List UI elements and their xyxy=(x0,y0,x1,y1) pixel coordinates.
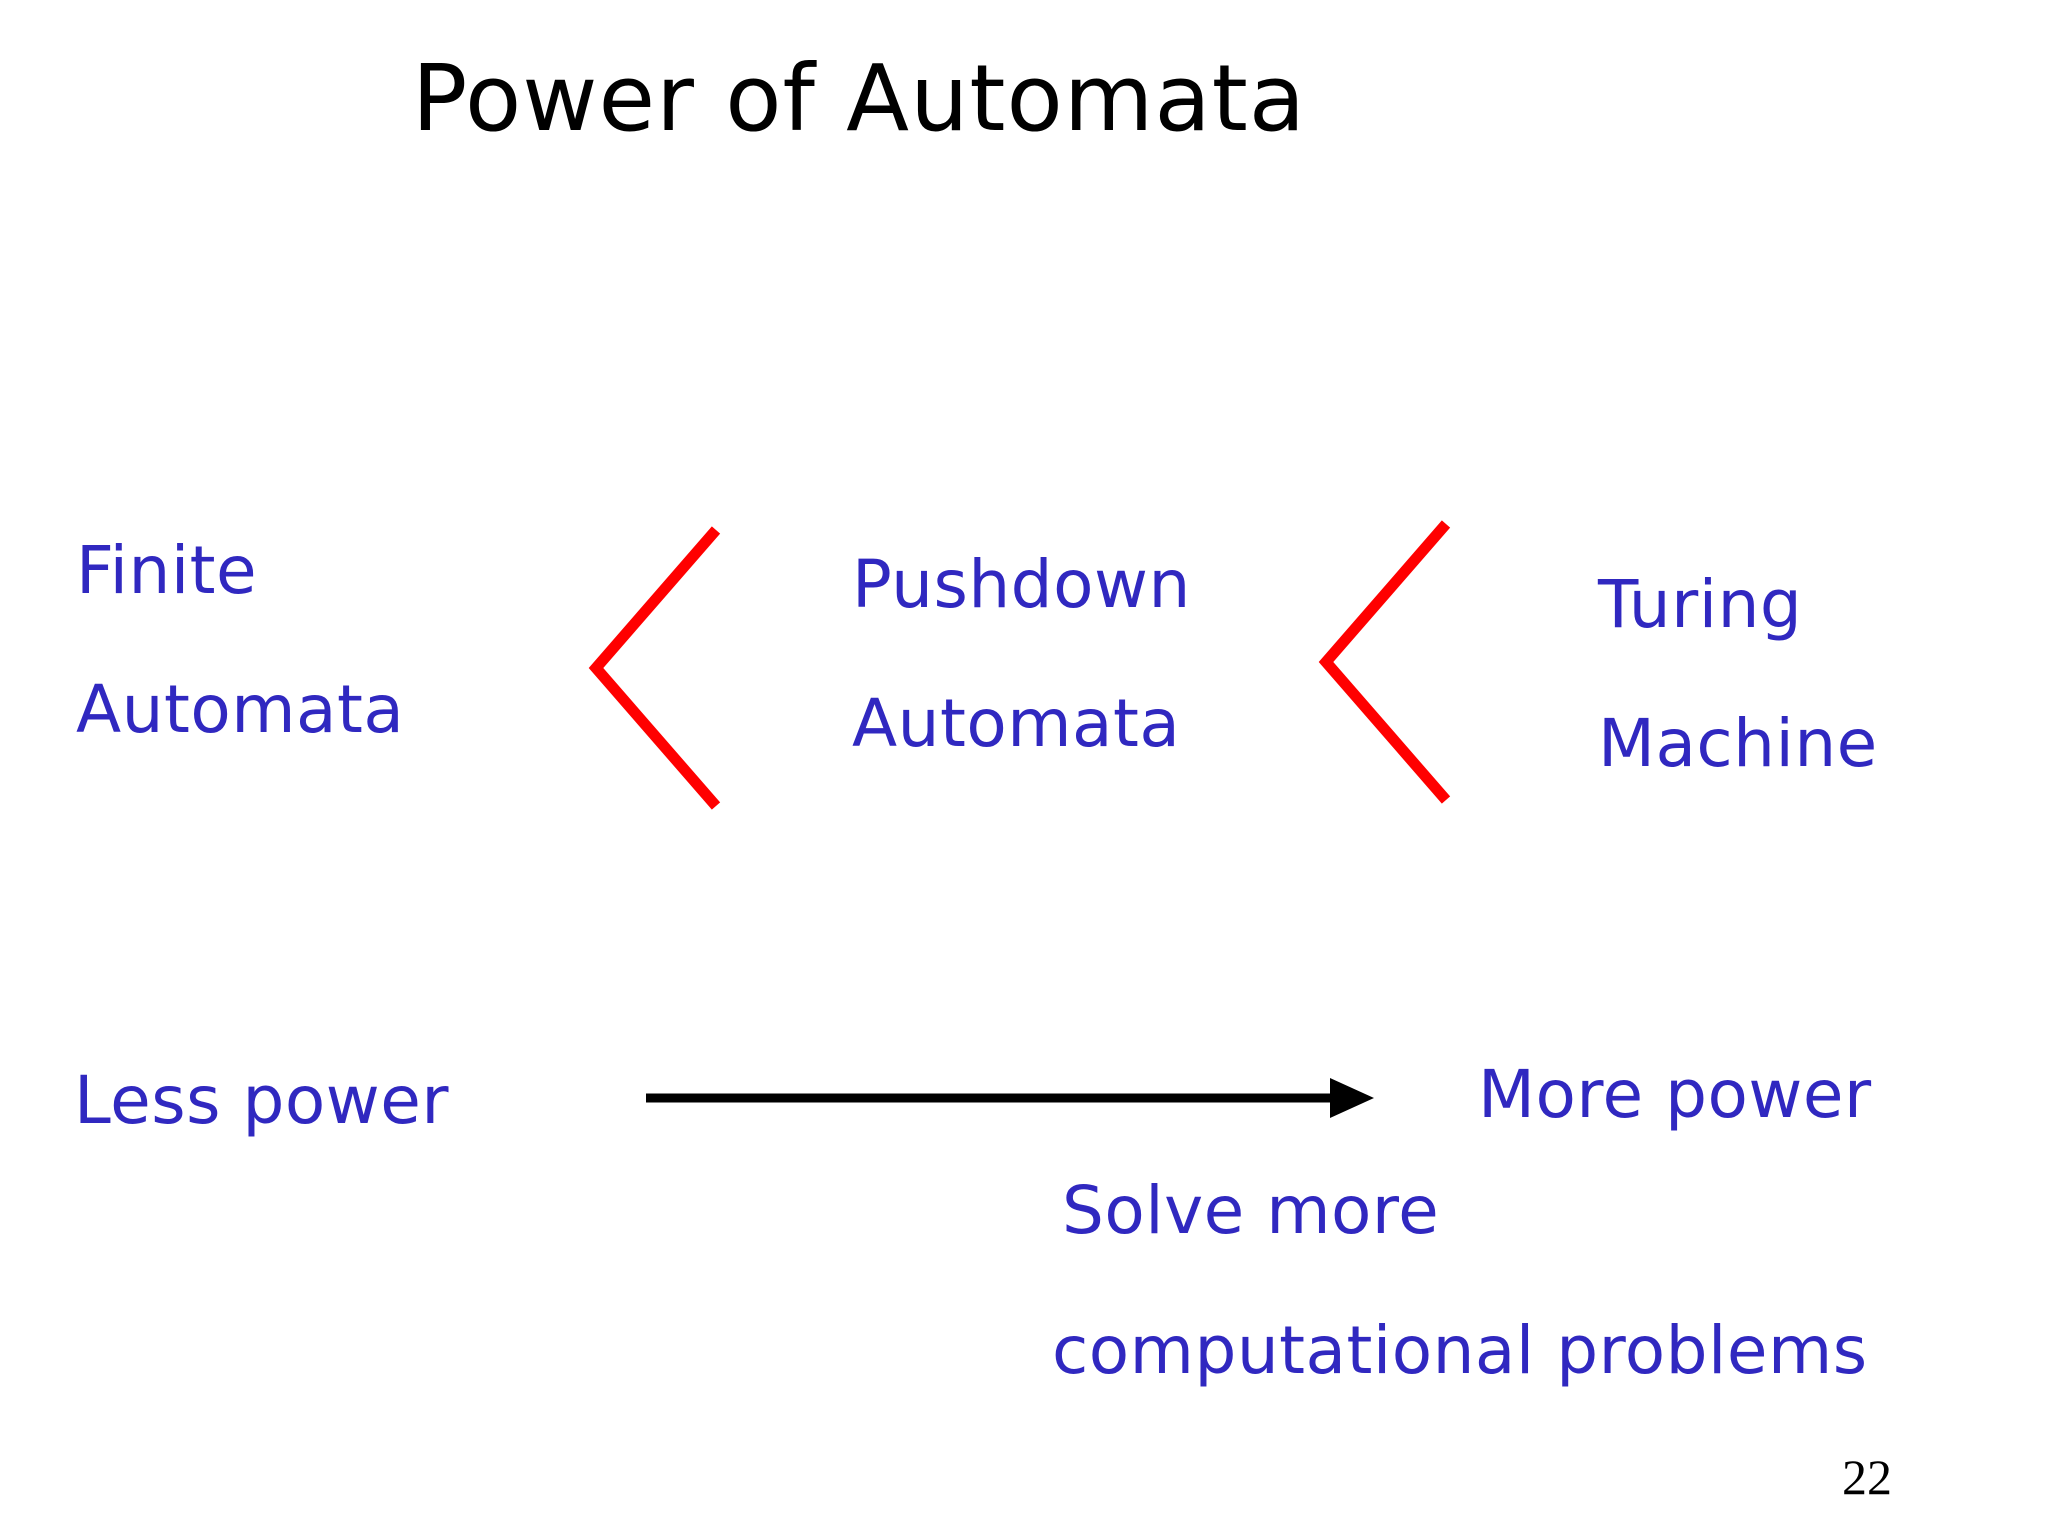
automata-level-turing-machine: Turing Machine xyxy=(1598,572,1878,777)
finite-automata-line-1: Finite xyxy=(76,532,258,609)
page-number: 22 xyxy=(1842,1449,1892,1505)
turing-machine-line-1: Turing xyxy=(1598,566,1803,643)
turing-machine-line-2: Machine xyxy=(1598,705,1878,782)
pushdown-automata-line-2: Automata xyxy=(852,685,1181,762)
solve-more-note-line-1: Solve more xyxy=(1062,1172,1440,1249)
rightwards-arrow-icon xyxy=(640,1062,1380,1134)
less-than-chevron-icon-left xyxy=(588,522,728,812)
finite-automata-line-2: Automata xyxy=(76,671,405,748)
less-than-chevron-icon-right xyxy=(1318,516,1458,806)
solve-more-note-line-2: computational problems xyxy=(1052,1312,1868,1389)
less-power-label: Less power xyxy=(74,1062,449,1139)
pushdown-automata-line-1: Pushdown xyxy=(852,546,1191,623)
page-title: Power of Automata xyxy=(411,45,1307,152)
more-power-label: More power xyxy=(1478,1056,1872,1133)
automata-level-finite-automata: Finite Automata xyxy=(76,538,404,743)
automata-level-pushdown-automata: Pushdown Automata xyxy=(852,552,1191,757)
